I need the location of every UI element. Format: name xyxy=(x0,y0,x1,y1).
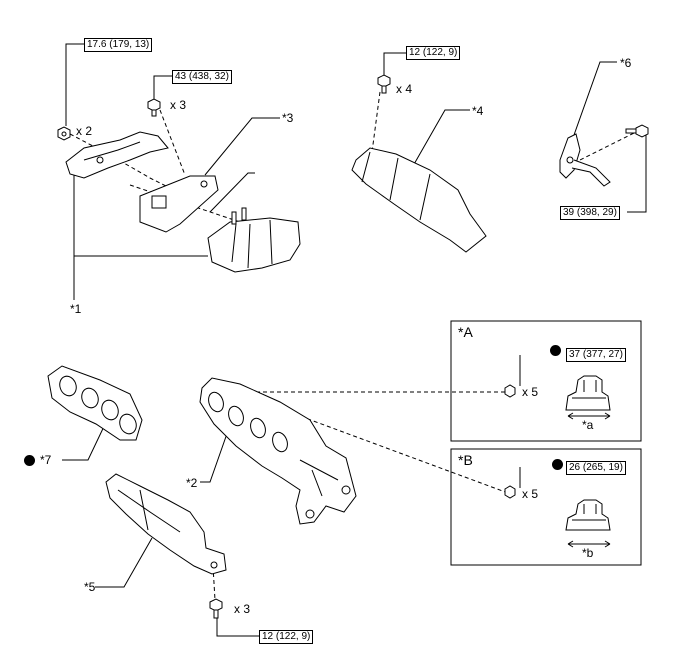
bolt-right xyxy=(625,124,649,138)
callout-part-5: *5 xyxy=(84,580,96,594)
nut-detail-b xyxy=(565,499,611,548)
part-2-manifold xyxy=(199,377,357,525)
torque-spec-bolt-top-center: 43 (438, 32) xyxy=(172,70,232,84)
panel-b-title: *B xyxy=(458,452,473,468)
part-4-insulator xyxy=(351,147,487,253)
part-1-insulator xyxy=(65,131,169,179)
leader-part-7 xyxy=(62,417,109,461)
leader-torque-bolt-top-right xyxy=(383,52,410,76)
part-6-bracket xyxy=(559,133,611,187)
leader-lines xyxy=(62,43,647,637)
leader-part-3 xyxy=(204,117,280,176)
qty-nut-panel-a: x 5 xyxy=(522,385,539,399)
leader-part-2-bracket xyxy=(209,172,255,213)
callout-part-3: *3 xyxy=(282,111,294,125)
leader-part-4 xyxy=(404,109,470,181)
qty-bolt-top-right: x 4 xyxy=(396,82,413,96)
torque-spec-nut-panel-a: 37 (377, 27) xyxy=(566,348,626,362)
bolt-top-right xyxy=(377,74,391,94)
torque-spec-bolt-top-right: 12 (122, 9) xyxy=(406,46,461,60)
non-reusable-mark-panel-a xyxy=(550,345,561,356)
qty-nut-panel-b: x 5 xyxy=(522,487,539,501)
detail-panels xyxy=(450,320,642,566)
nut-panel-a xyxy=(504,384,516,398)
nut-top-left xyxy=(57,126,71,141)
qty-nut-top-left: x 2 xyxy=(76,124,93,138)
panel-b-dimension: *b xyxy=(582,546,594,560)
callout-part-4: *4 xyxy=(472,104,484,118)
part-5-insulator xyxy=(105,473,227,575)
nut-panel-b xyxy=(504,485,516,499)
leader-torque-bolt-top-center xyxy=(153,75,172,100)
part-7-gasket xyxy=(47,365,143,441)
leader-part-5 xyxy=(95,537,153,588)
callout-part-2: *2 xyxy=(186,476,198,490)
panel-a-dimension: *a xyxy=(582,418,594,432)
torque-spec-nut-panel-b: 26 (265, 19) xyxy=(566,461,626,475)
panel-a-title: *A xyxy=(458,324,473,340)
qty-bolt-bottom: x 3 xyxy=(234,602,251,616)
part-1-manifold-insulator xyxy=(207,207,301,273)
panel-b-box xyxy=(450,448,642,566)
leader-torque-bolt-right xyxy=(627,132,647,213)
leader-part-6 xyxy=(573,61,617,136)
part-3-bracket xyxy=(139,175,219,233)
non-reusable-mark-panel-b xyxy=(552,459,563,470)
qty-bolt-top-center: x 3 xyxy=(170,98,187,112)
non-reusable-mark-part-7 xyxy=(24,455,35,466)
callout-part-6: *6 xyxy=(620,56,632,70)
nut-detail-a xyxy=(565,375,611,420)
bolt-bottom xyxy=(209,598,223,619)
torque-spec-nut-top-left: 17.6 (179, 13) xyxy=(84,38,153,52)
leader-torque-nut-top-left xyxy=(65,43,84,126)
callout-part-1: *1 xyxy=(70,302,82,316)
torque-spec-bolt-bottom: 12 (122, 9) xyxy=(259,630,314,644)
callout-part-7: *7 xyxy=(40,453,52,467)
bolt-top-center xyxy=(147,98,161,117)
panel-a-box xyxy=(450,320,642,442)
leader-torque-bolt-bottom xyxy=(216,617,259,637)
fasteners xyxy=(57,74,649,619)
torque-spec-bolt-right: 39 (398, 29) xyxy=(560,206,620,220)
